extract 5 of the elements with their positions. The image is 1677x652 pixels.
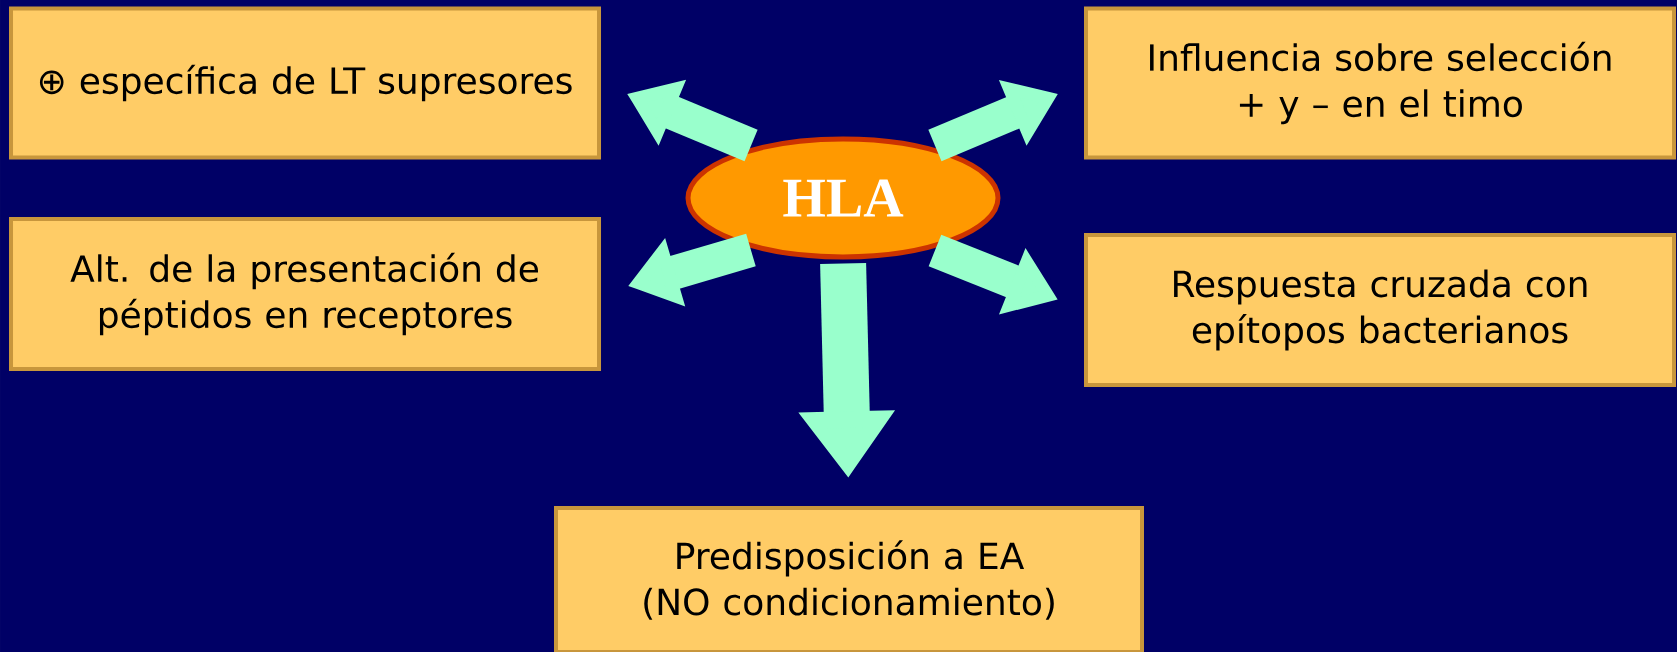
text-box: Influencia sobre selección + y – en el timo (1084, 6, 1676, 160)
text-box: ⊕ específica de LT supresores (9, 6, 601, 160)
text-box: Respuesta cruzada con epítopos bacterianos (1084, 233, 1676, 387)
text-box: Alt. de la presentación de péptidos en receptores (9, 217, 601, 371)
text-box: Predisposición a EA (NO condicionamiento) (554, 506, 1144, 652)
